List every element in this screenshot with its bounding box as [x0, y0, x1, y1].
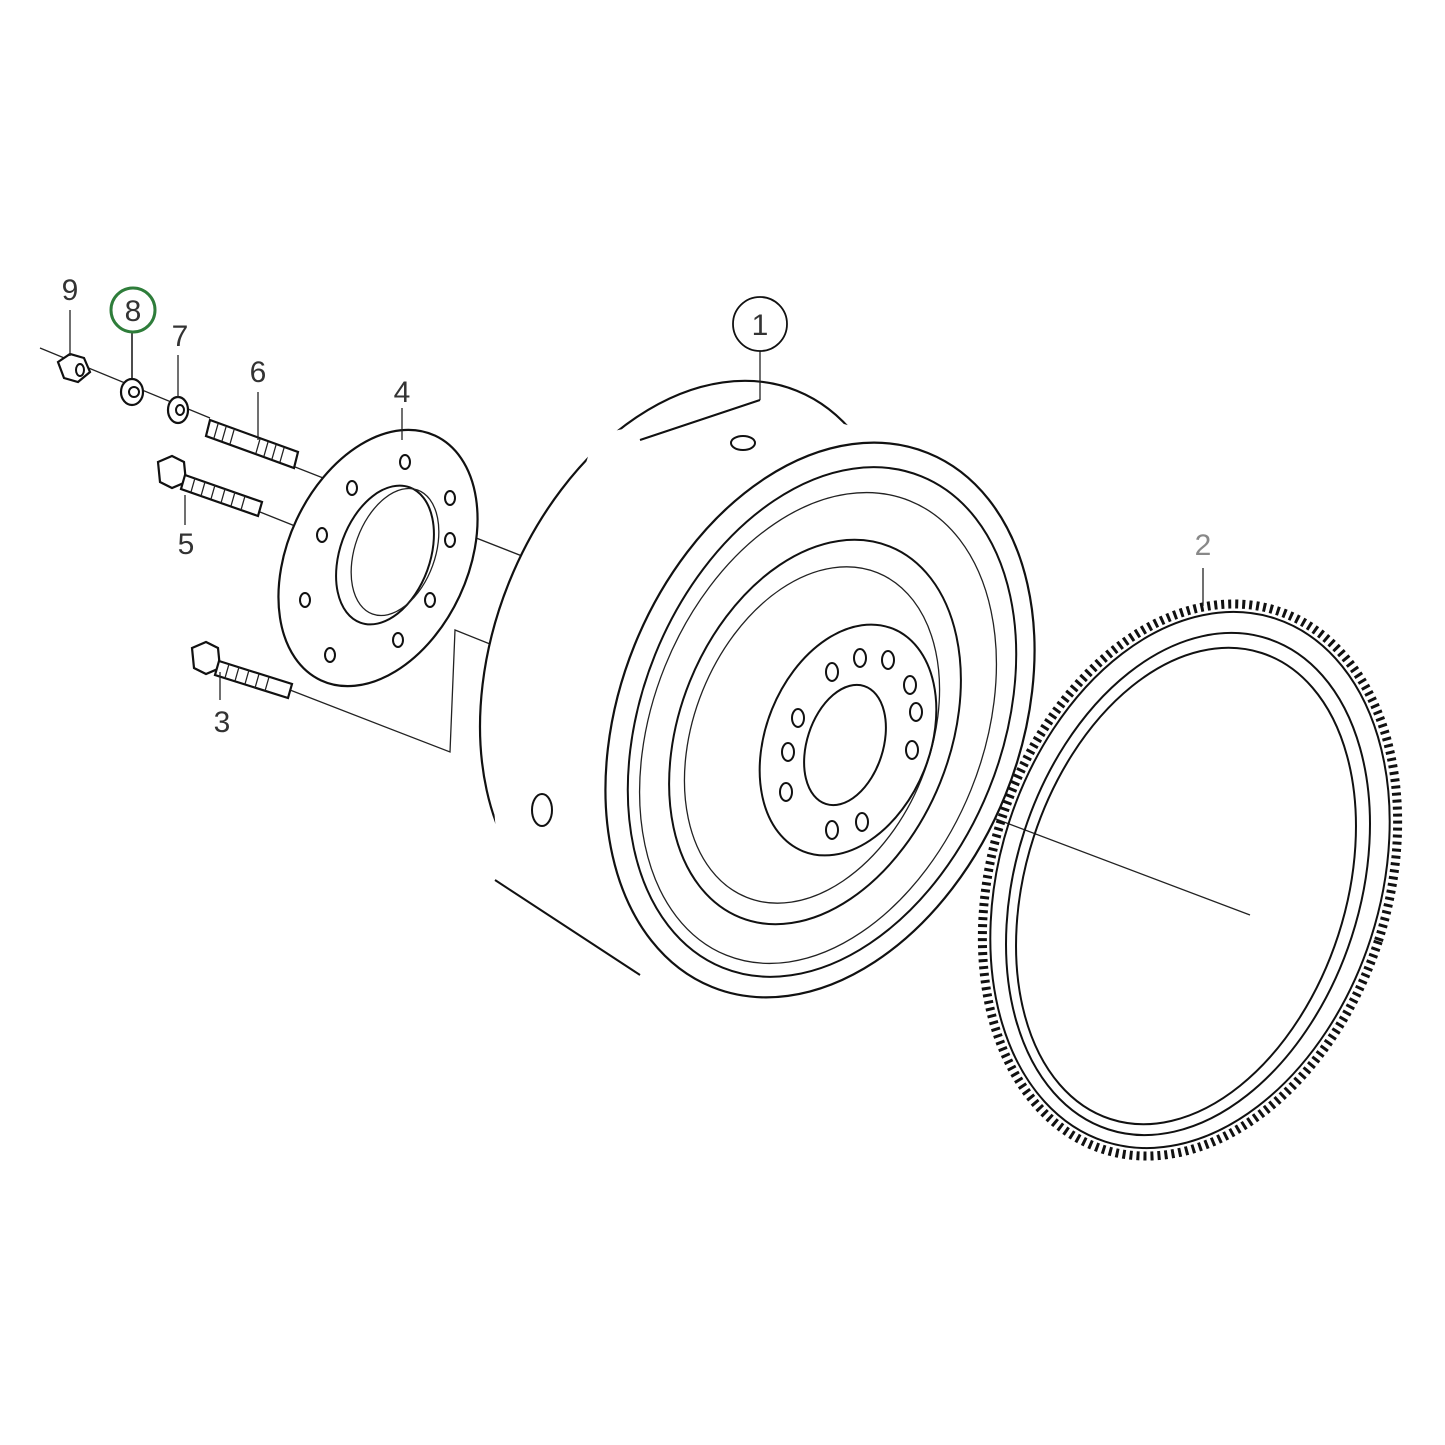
callout-9-label[interactable]: 9	[62, 274, 79, 307]
bolt-part-5[interactable]	[156, 454, 264, 518]
plate-part-4[interactable]	[239, 398, 516, 719]
callout-2-label[interactable]: 2	[1195, 529, 1212, 562]
nut-part-9[interactable]	[56, 352, 92, 384]
ring-gear-part-2[interactable]	[914, 550, 1445, 1211]
washer-part-8[interactable]	[119, 377, 145, 407]
callout-5-label[interactable]: 5	[178, 528, 195, 561]
bolt3-axis-line	[289, 629, 506, 753]
callout-3-label[interactable]: 3	[214, 706, 231, 739]
callout-6-label[interactable]: 6	[250, 356, 267, 389]
callout-1-label: 1	[752, 309, 769, 342]
callout-7-label[interactable]: 7	[172, 320, 189, 353]
stud-part-6[interactable]	[204, 418, 300, 470]
callout-8-highlighted[interactable]: 8	[109, 286, 157, 334]
flywheel-bolt-holes	[779, 648, 923, 840]
bolt-part-3[interactable]	[190, 640, 294, 700]
callout-4-label[interactable]: 4	[394, 376, 411, 409]
flywheel-part-1[interactable]	[402, 318, 1113, 1062]
callout-8-label: 8	[125, 295, 142, 328]
callout-1[interactable]: 1	[732, 296, 788, 352]
washer-part-7[interactable]	[166, 395, 190, 425]
